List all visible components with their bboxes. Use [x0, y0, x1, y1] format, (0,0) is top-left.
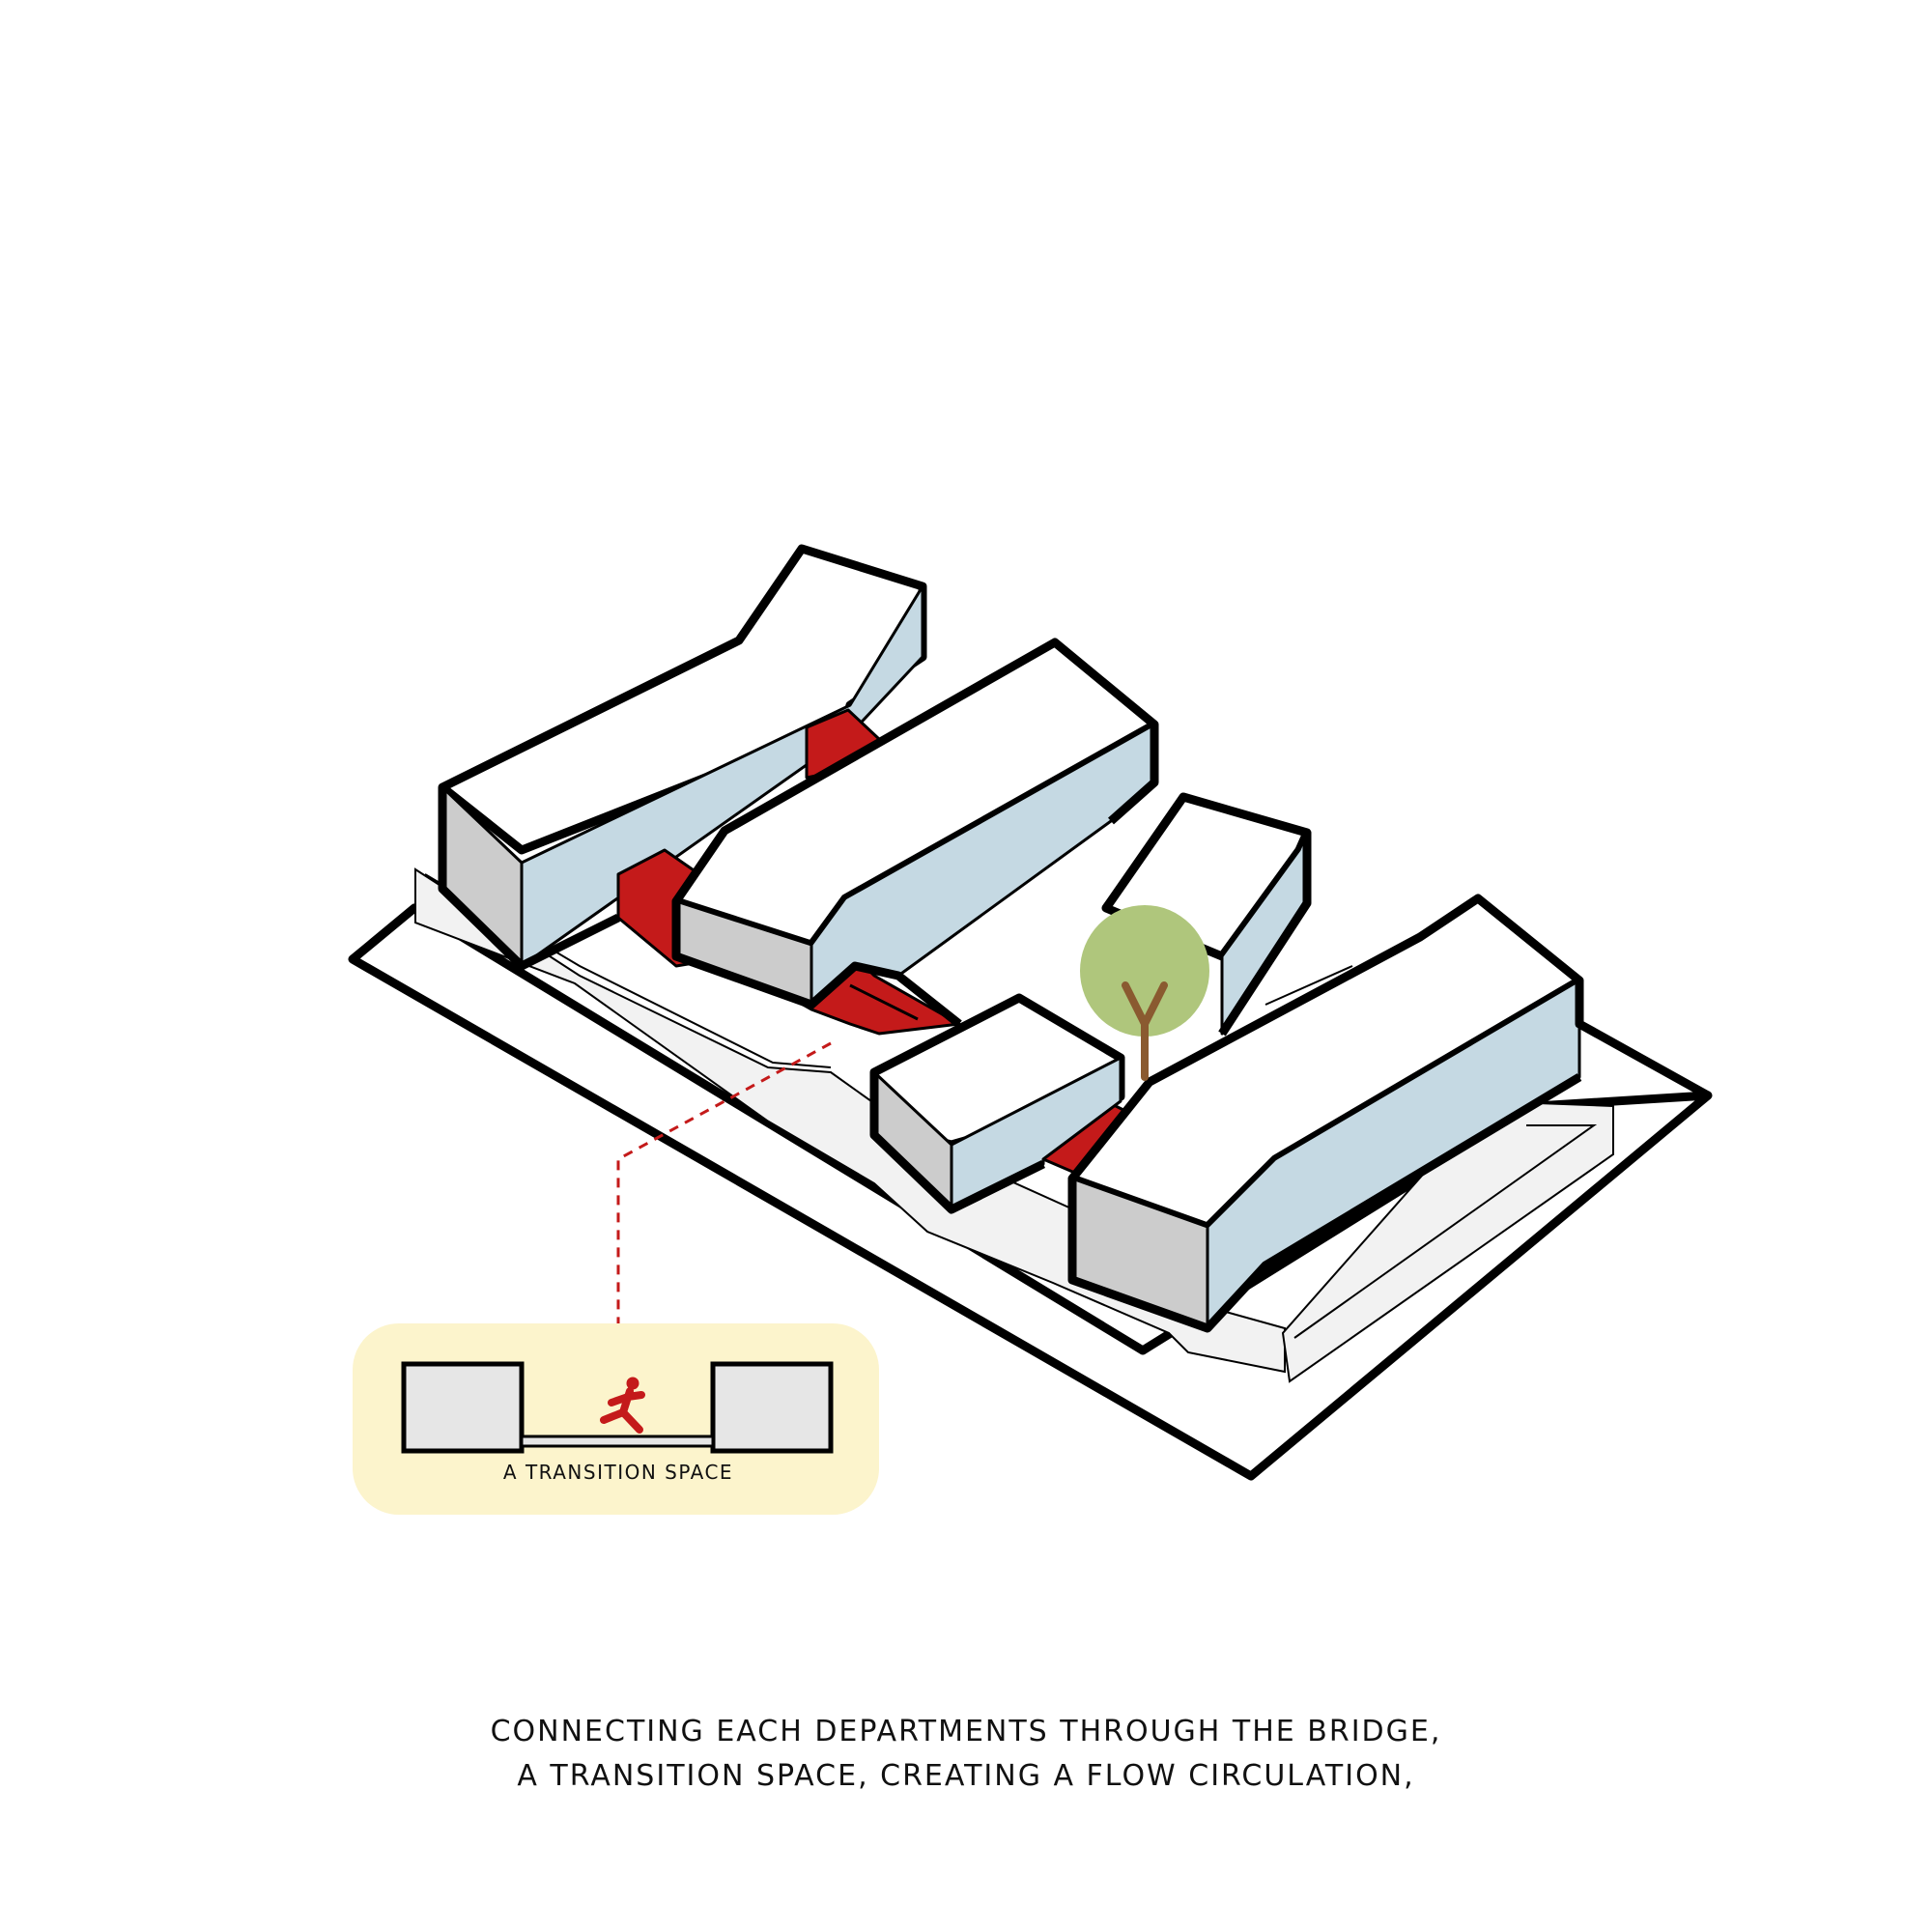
tree [1080, 905, 1209, 1081]
tree-canopy [1080, 905, 1209, 1037]
caption: CONNECTING EACH DEPARTMENTS THROUGH THE … [290, 1710, 1642, 1799]
building-b [671, 638, 1159, 1028]
caption-line-1: CONNECTING EACH DEPARTMENTS THROUGH THE … [490, 1715, 1442, 1748]
section-block-left [401, 1361, 525, 1454]
callout-label: A TRANSITION SPACE [502, 1461, 734, 1484]
section-block-right [710, 1361, 834, 1454]
building-d [869, 993, 1125, 1214]
section-bridge [520, 1435, 715, 1448]
caption-line-2: A TRANSITION SPACE, CREATING A FLOW CIRC… [517, 1759, 1415, 1793]
callout-leader-line [616, 1041, 832, 1323]
tree-trunk [1122, 981, 1168, 1081]
building-e [1067, 894, 1711, 1333]
running-person-icon [600, 1377, 645, 1434]
